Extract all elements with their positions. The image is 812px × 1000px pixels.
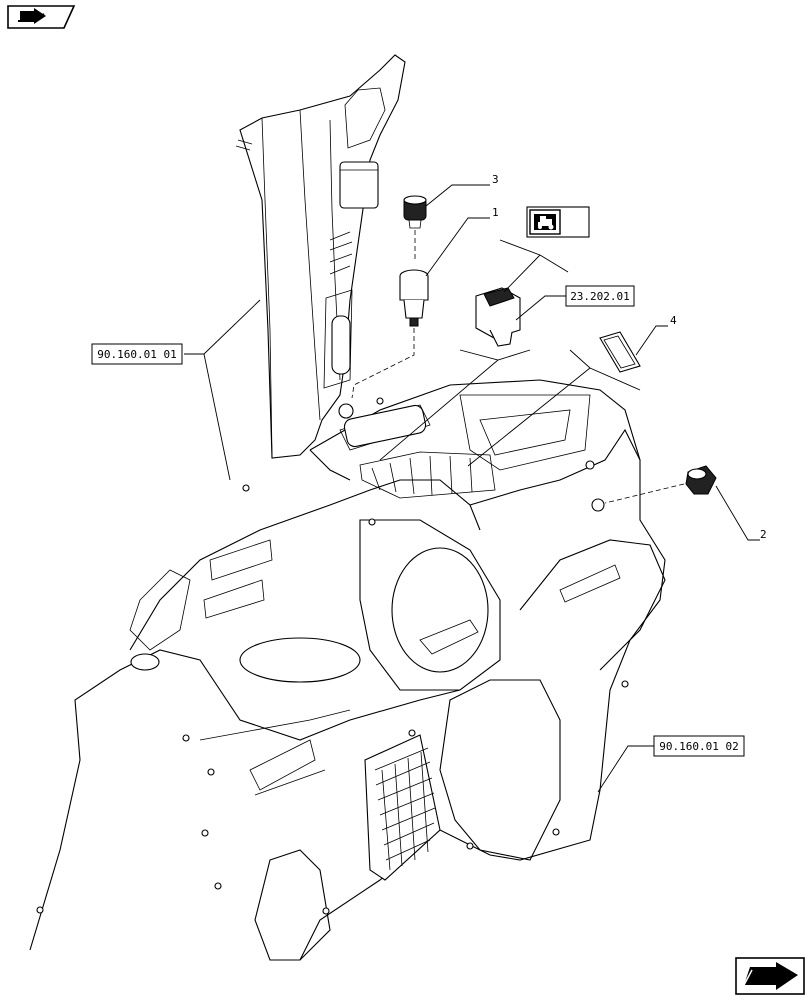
nav-back-arrow-icon[interactable] <box>7 5 76 29</box>
ref-label-switch-text: 23.202.01 <box>570 290 630 303</box>
part-4-label-plate <box>599 331 641 373</box>
callout-3: 3 <box>492 173 499 186</box>
callout-2: 2 <box>760 528 767 541</box>
tractor-symbol-box <box>526 206 590 238</box>
part-1-power-socket <box>351 269 429 399</box>
nav-next-arrow-icon[interactable] <box>735 957 805 995</box>
ref-label-upper[interactable]: 90.160.01 01 <box>91 343 183 365</box>
a-pillar-trim <box>235 54 406 459</box>
part-3-socket-cap <box>403 195 427 262</box>
part-2-rotary-switch <box>604 465 717 504</box>
rocker-switch <box>475 287 521 347</box>
dashboard-console <box>29 379 666 961</box>
speaker-grille <box>364 734 441 881</box>
ref-label-upper-text: 90.160.01 01 <box>97 348 176 361</box>
ref-label-switch[interactable]: 23.202.01 <box>565 285 635 307</box>
callout-1: 1 <box>492 206 499 219</box>
leader-lines <box>184 184 760 793</box>
ref-label-lower-text: 90.160.01 02 <box>659 740 738 753</box>
ref-label-lower[interactable]: 90.160.01 02 <box>653 735 745 757</box>
callout-4: 4 <box>670 314 677 327</box>
